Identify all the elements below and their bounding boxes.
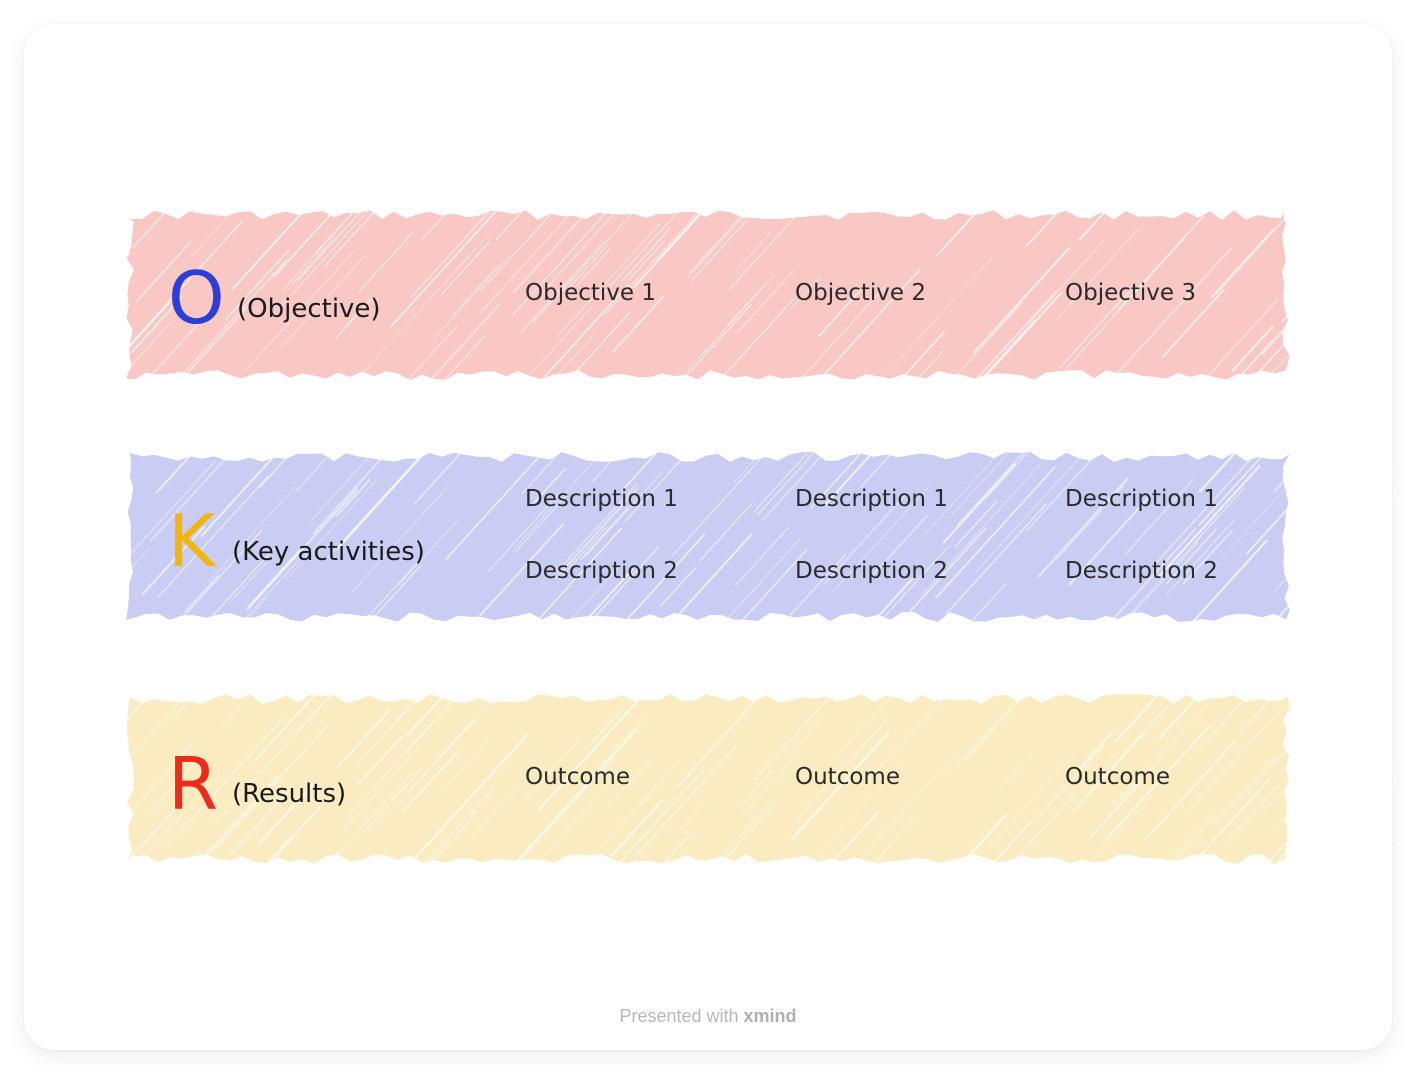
key-activities-cell-2-2: Description 2 — [795, 558, 948, 584]
results-cell-3: Outcome — [1065, 764, 1170, 790]
band-fill-shape — [126, 210, 1290, 380]
key-activities-cell-1-1: Description 1 — [525, 486, 678, 512]
objective-band-scribble — [70, 159, 1416, 435]
results-cell-1: Outcome — [525, 764, 630, 790]
key-activities-band — [71, 396, 1416, 674]
objective-cell-3: Objective 3 — [1065, 280, 1197, 306]
band-hatch-texture — [69, 643, 1416, 923]
band-hatch-texture — [71, 396, 1416, 674]
key-activities-cell-2-1: Description 1 — [795, 486, 948, 512]
key-activities-cell-1-2: Description 2 — [525, 558, 678, 584]
key-activities-cell-3-1: Description 1 — [1065, 486, 1218, 512]
results-letter: R — [168, 742, 219, 826]
band-hatch-texture — [70, 159, 1416, 435]
objective-letter: O — [168, 256, 225, 340]
key-activities-letter: K — [168, 499, 216, 583]
objective-label: (Objective) — [237, 294, 381, 324]
footer-brand-logo: xmind — [743, 1006, 797, 1026]
objective-cell-1: Objective 1 — [525, 280, 657, 306]
key-activities-cell-3-2: Description 2 — [1065, 558, 1218, 584]
results-band — [69, 643, 1416, 923]
key-activities-label: (Key activities) — [232, 537, 425, 567]
band-fill-shape — [126, 452, 1290, 622]
key-activities-band-scribble — [71, 396, 1416, 674]
results-label: (Results) — [232, 779, 347, 809]
results-cell-2: Outcome — [795, 764, 900, 790]
band-fill-shape — [126, 694, 1290, 864]
footer-credit: Presented with xmind — [0, 1006, 1416, 1027]
objective-cell-2: Objective 2 — [795, 280, 927, 306]
footer-prefix: Presented with — [619, 1006, 739, 1026]
objective-band — [70, 159, 1416, 435]
results-band-scribble — [69, 643, 1416, 923]
